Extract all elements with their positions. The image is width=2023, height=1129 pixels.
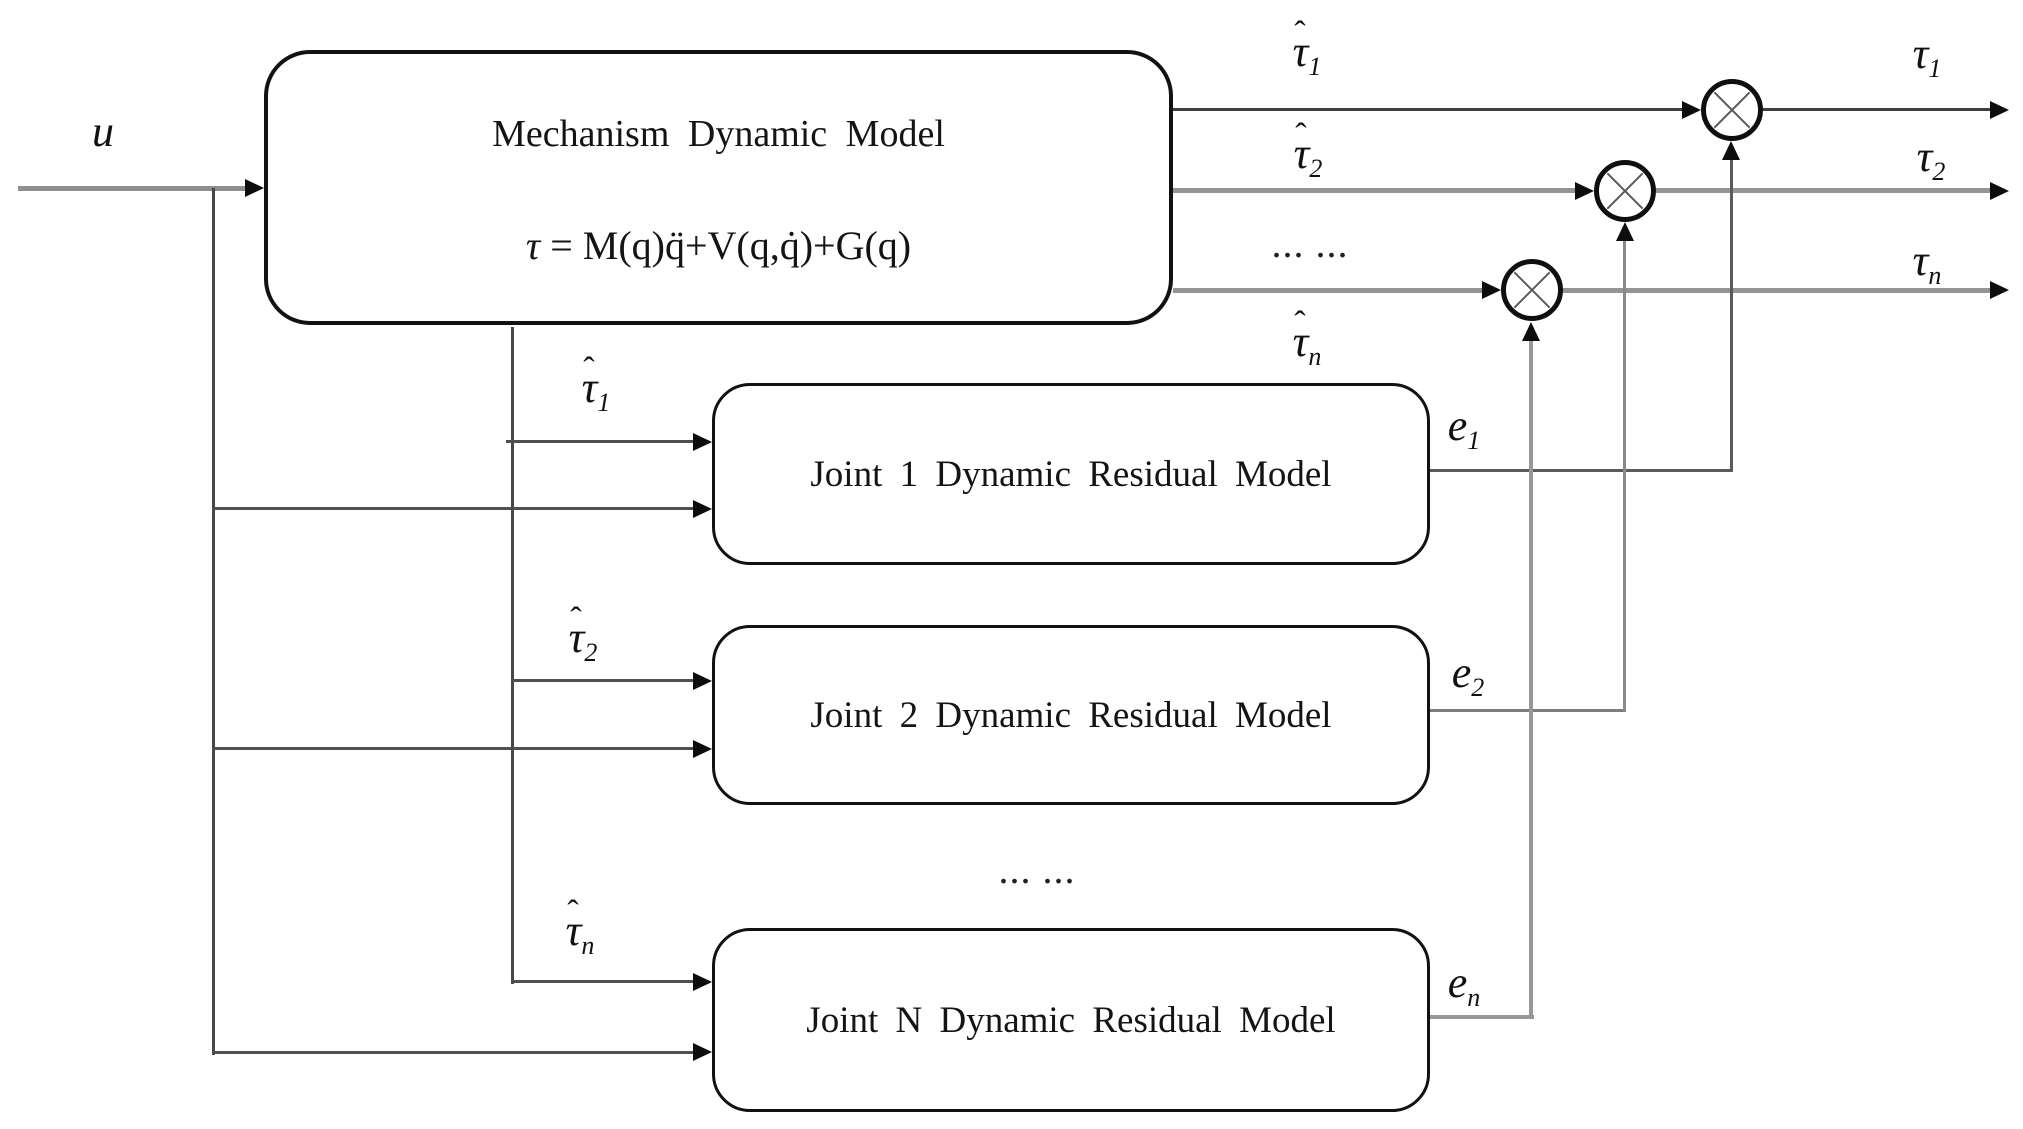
u-feed-jointn-arrowhead-icon — [693, 1043, 712, 1061]
junction2-input-arrowhead-icon — [1575, 182, 1594, 200]
tau-hat-1-output-line — [1173, 108, 1684, 111]
mechanism-dynamic-model-block: Mechanism Dynamic Model τ = M(q)q̈+V(q,q… — [264, 50, 1173, 325]
e-1-label: e1 — [1447, 400, 1481, 456]
junction3-input-arrowhead-icon — [1482, 281, 1501, 299]
sum-junction-2-icon — [1594, 160, 1656, 222]
tau-2-final-line — [1656, 188, 1992, 193]
u-feed-joint2-arrowhead-icon — [693, 740, 712, 758]
e-n-feedback-arrowhead-icon — [1522, 322, 1540, 341]
output-lines-ellipsis: ... ... — [1271, 221, 1349, 266]
sum-junction-3-icon — [1501, 259, 1563, 321]
mechanism-block-title: Mechanism Dynamic Model — [492, 113, 945, 155]
joint2-block-label: Joint 2 Dynamic Residual Model — [810, 694, 1332, 736]
mechanism-block-equation: τ = M(q)q̈+V(q,q̇)+G(q) — [525, 223, 912, 268]
junction1-input-arrowhead-icon — [1682, 101, 1701, 119]
e-2-label: e2 — [1451, 647, 1485, 703]
e-2-feedback-arrowhead-icon — [1616, 222, 1634, 241]
u-input-arrowhead-icon — [245, 179, 264, 197]
tau-2-output-label: τ2 — [1916, 131, 1946, 187]
tau-hat-2-arrowhead-icon — [693, 672, 712, 690]
tau-hat-2-output-line — [1173, 188, 1577, 193]
tau-hat-n-branch-line — [511, 980, 695, 983]
u-feed-line-joint2 — [212, 747, 695, 750]
joint-blocks-ellipsis: ... ... — [998, 847, 1076, 892]
u-distribution-vertical-line — [212, 188, 215, 1055]
tau-n-output-arrowhead-icon — [1990, 281, 2009, 299]
e-n-feedback-vertical-line — [1529, 340, 1533, 1017]
e-n-label: en — [1447, 957, 1481, 1013]
joint1-block-label: Joint 1 Dynamic Residual Model — [810, 453, 1332, 495]
u-input-line — [18, 186, 246, 191]
tau-hat-n-output-line — [1173, 288, 1484, 293]
joint2-residual-model-block: Joint 2 Dynamic Residual Model — [712, 625, 1430, 805]
jointn-residual-model-block: Joint N Dynamic Residual Model — [712, 928, 1430, 1112]
e-1-feedback-arrowhead-icon — [1722, 141, 1740, 160]
u-feed-line-jointn — [212, 1051, 695, 1054]
tau-hat-distribution-vertical-line — [511, 327, 514, 984]
tau-2-output-arrowhead-icon — [1990, 182, 2009, 200]
tau-hat-1-arrowhead-icon — [693, 433, 712, 451]
tau-hat-1-branch-line — [506, 440, 695, 443]
e-1-feedback-vertical-line — [1730, 158, 1733, 471]
e-1-output-line — [1430, 469, 1733, 472]
tau-1-output-label: τ1 — [1912, 28, 1942, 84]
tau-hat-2-branch-line — [511, 679, 695, 682]
u-feed-joint1-arrowhead-icon — [693, 500, 712, 518]
e-n-output-line — [1430, 1015, 1534, 1019]
u-feed-line-joint1 — [212, 507, 695, 510]
input-u-label: u — [92, 107, 114, 156]
jointn-block-label: Joint N Dynamic Residual Model — [806, 999, 1336, 1041]
e-2-feedback-vertical-line — [1623, 240, 1626, 711]
tau-hat-n-arrowhead-icon — [693, 973, 712, 991]
tau-n-final-line — [1563, 288, 1992, 293]
sum-junction-1-icon — [1701, 79, 1763, 141]
tau-n-output-label: τn — [1912, 235, 1942, 291]
tau-1-output-arrowhead-icon — [1990, 101, 2009, 119]
e-2-output-line — [1430, 709, 1626, 712]
tau-1-final-line — [1763, 108, 1992, 111]
joint1-residual-model-block: Joint 1 Dynamic Residual Model — [712, 383, 1430, 565]
